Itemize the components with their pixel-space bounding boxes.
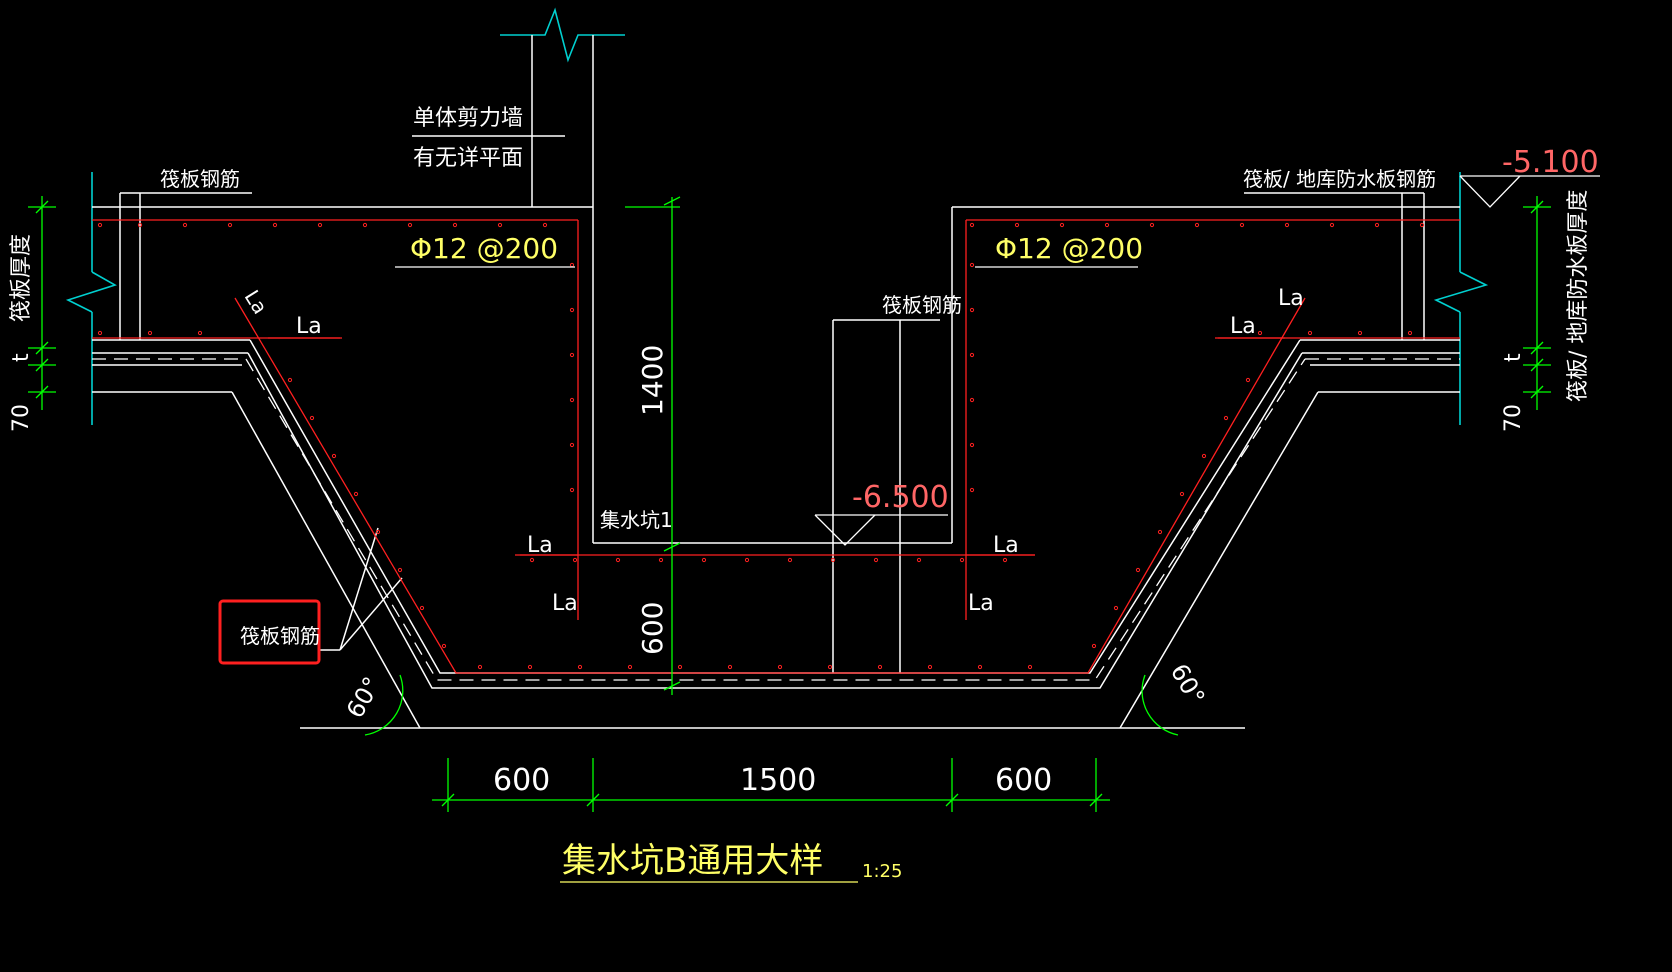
elevation-top: -5.100: [1502, 145, 1599, 180]
angle-right: 60°: [1165, 659, 1211, 710]
dimension-lines: [28, 196, 1551, 812]
shear-wall-break-line: [500, 7, 625, 63]
angle-left: 60°: [341, 672, 387, 723]
dimension-bottom-right: 600: [995, 763, 1052, 798]
drawing-title: 集水坑B通用大样: [562, 841, 823, 881]
anchorage-label-pit-left: La: [527, 533, 553, 558]
right-slab-break-line: [1433, 172, 1489, 425]
raft-rebar-label-center: 筏板钢筋: [882, 293, 962, 317]
no-detail-plan-label: 有无详平面: [413, 146, 523, 171]
right-70-label: 70: [1501, 404, 1526, 432]
left-70-label: 70: [9, 404, 34, 432]
anchorage-label-pit-left-lower: La: [552, 591, 578, 616]
raft-garage-rebar-label: 筏板/ 地库防水板钢筋: [1243, 167, 1436, 191]
dimension-vertical-lower: 600: [636, 602, 669, 655]
rebar-spec-left: Φ12 @200: [410, 232, 558, 265]
concrete-outline: [92, 35, 1460, 729]
right-thickness-label: 筏板/ 地库防水板厚度: [1566, 190, 1591, 402]
anchorage-leaders: [268, 337, 1285, 556]
anchorage-label-left-top: La: [296, 314, 322, 339]
rebar-lines: [92, 219, 1460, 674]
elevation-symbols: [814, 175, 1600, 546]
elevation-pit-bottom: -6.500: [852, 480, 949, 515]
waterproof-layer-lines: [92, 358, 1460, 681]
raft-rebar-label-highlighted: 筏板钢筋: [240, 624, 320, 648]
shear-wall-label: 单体剪力墙: [413, 106, 523, 131]
anchorage-label-pit-right-lower: La: [968, 591, 994, 616]
dimension-vertical-upper: 1400: [636, 345, 669, 416]
dimension-bottom-middle: 1500: [740, 763, 816, 798]
anchorage-label-pit-right: La: [993, 533, 1019, 558]
left-t-label: t: [9, 353, 34, 362]
anchorage-label-right-slope: La: [1278, 286, 1304, 311]
rebar-dots: [97, 222, 1425, 670]
drawing-scale: 1:25: [862, 861, 902, 882]
highlight-box[interactable]: [218, 599, 321, 665]
left-thickness-label: 筏板厚度: [9, 234, 34, 322]
pit-name-label: 集水坑1: [600, 508, 673, 532]
spec-underlines: [395, 266, 1138, 883]
left-slab-break-line: [65, 172, 117, 425]
dimension-bottom-left: 600: [493, 763, 550, 798]
anchorage-label-right-top: La: [1230, 314, 1256, 339]
right-t-label: t: [1501, 353, 1526, 362]
rebar-spec-right: Φ12 @200: [995, 232, 1143, 265]
raft-rebar-label-top-left: 筏板钢筋: [160, 167, 240, 191]
